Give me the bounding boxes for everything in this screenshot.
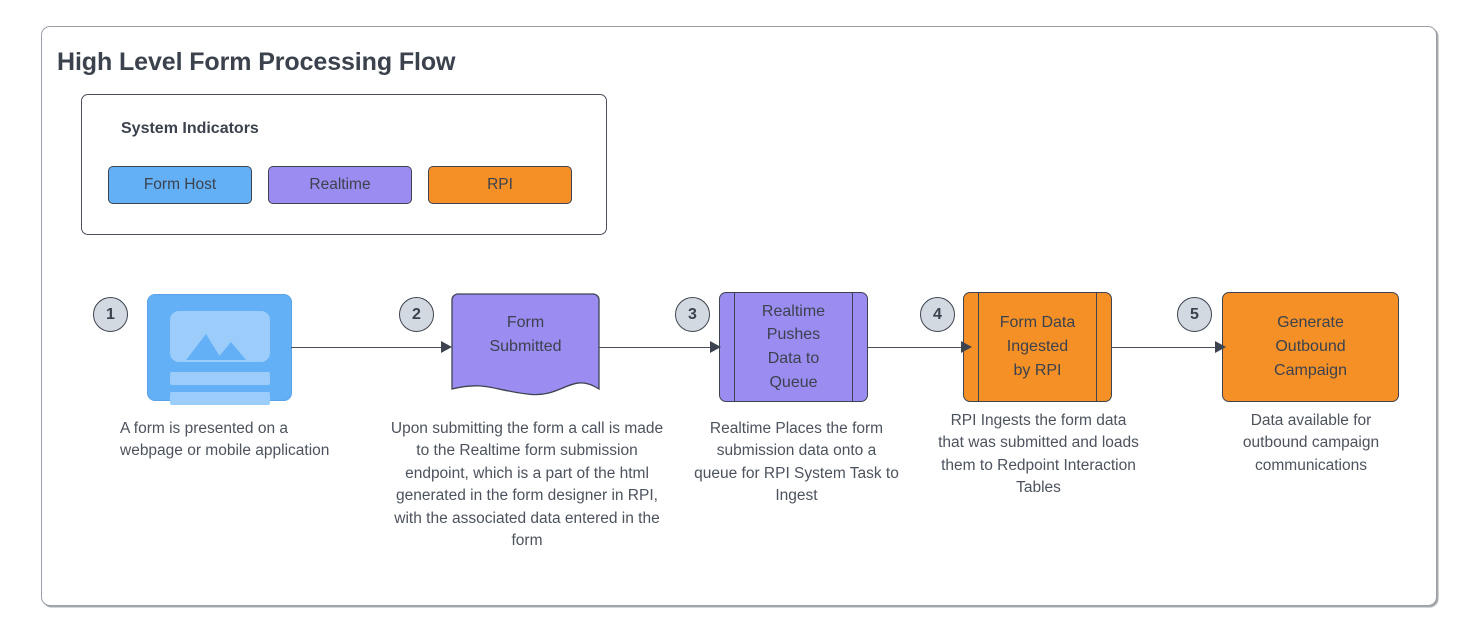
step-number: 3 <box>688 305 697 323</box>
legend-chip-realtime[interactable]: Realtime <box>268 166 412 204</box>
connector-2-to-3 <box>599 347 711 349</box>
step-shape-1-form-host[interactable] <box>147 294 292 405</box>
connector-3-to-4-arrowhead <box>961 341 972 353</box>
step-badge-1: 1 <box>93 297 128 332</box>
step-label-5: Generate Outbound Campaign <box>1274 314 1347 379</box>
step-shape-5-generate-campaign[interactable]: Generate Outbound Campaign <box>1222 292 1399 402</box>
process-rail-right <box>1096 293 1097 401</box>
step-caption-4: RPI Ingests the form data that was submi… <box>938 412 1139 497</box>
step-caption-5: Data available for outbound campaign com… <box>1242 412 1380 474</box>
connector-4-to-5-arrowhead <box>1215 341 1226 353</box>
legend-chip-label: Realtime <box>309 176 371 193</box>
step-label-4: Form Data Ingested by RPI <box>999 314 1076 379</box>
step-label-3: Realtime Pushes Data to Queue <box>761 302 826 391</box>
step-badge-2: 2 <box>399 297 434 332</box>
connector-3-to-4 <box>868 347 962 349</box>
placeholder-text-bar <box>170 392 270 405</box>
step-caption-3: Realtime Places the form submission data… <box>694 420 899 505</box>
legend-chip-label: Form Host <box>143 176 217 193</box>
placeholder-text-bar <box>170 372 270 385</box>
legend-title: System Indicators <box>121 120 259 137</box>
step-caption-1: A form is presented on a webpage or mobi… <box>120 420 330 460</box>
step-number: 4 <box>933 305 942 323</box>
legend-panel <box>81 94 607 235</box>
legend-chip-rpi[interactable]: RPI <box>428 166 572 204</box>
step-shape-4-rpi-ingest[interactable]: Form Data Ingested by RPI <box>963 292 1112 402</box>
process-rail-right <box>852 293 853 401</box>
step-number: 1 <box>106 305 115 323</box>
document-shape-icon <box>451 293 600 396</box>
legend-chip-form-host[interactable]: Form Host <box>108 166 252 204</box>
connector-1-to-2-arrowhead <box>441 341 452 353</box>
connector-2-to-3-arrowhead <box>710 341 721 353</box>
step-number: 5 <box>1190 305 1199 323</box>
legend-chip-label: RPI <box>487 176 513 193</box>
step-shape-3-realtime-queue[interactable]: Realtime Pushes Data to Queue <box>719 292 868 402</box>
connector-4-to-5 <box>1111 347 1216 349</box>
process-rail-left <box>734 293 735 401</box>
step-caption-2: Upon submitting the form a call is made … <box>390 420 664 550</box>
connector-1-to-2 <box>291 347 442 349</box>
step-number: 2 <box>412 305 421 323</box>
step-label-2: Form Submitted <box>489 314 562 355</box>
mountain-image-icon <box>186 334 246 360</box>
step-badge-5: 5 <box>1177 297 1212 332</box>
step-shape-2-form-submitted[interactable]: Form Submitted <box>451 293 600 403</box>
step-badge-3: 3 <box>675 297 710 332</box>
page-title: High Level Form Processing Flow <box>57 48 456 76</box>
process-rail-left <box>978 293 979 401</box>
image-placeholder-frame <box>170 311 270 362</box>
step-badge-4: 4 <box>920 297 955 332</box>
